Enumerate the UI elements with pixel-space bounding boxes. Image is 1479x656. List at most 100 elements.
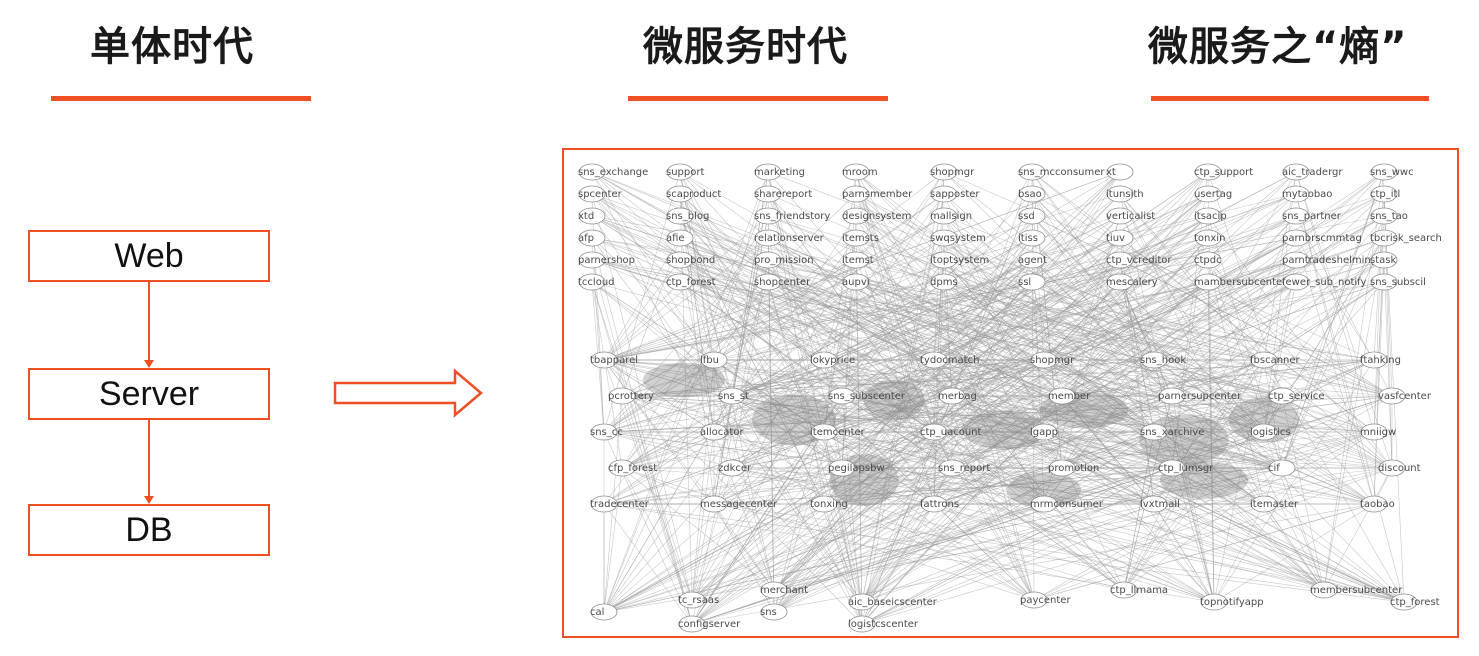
service-node-label: ctp_support (1194, 167, 1253, 178)
service-node: sns_st (718, 387, 749, 405)
service-node: merbag (938, 387, 977, 405)
dependency-edge (1043, 431, 1405, 603)
service-node: itemst (842, 251, 874, 269)
dependency-edge (691, 171, 945, 601)
service-node: parntradeshelming (1282, 251, 1377, 269)
dependency-edge (731, 281, 857, 397)
dependency-edge (1061, 467, 1375, 505)
dependency-edge (603, 281, 1209, 433)
dependency-edge (861, 281, 1033, 603)
service-node: vasfcenter (1378, 387, 1432, 405)
service-node: mescalery (1106, 273, 1158, 291)
dependency-edge (943, 281, 1405, 603)
service-node-shape (760, 581, 788, 599)
dependency-edge (603, 259, 769, 613)
service-node-shape (1378, 387, 1406, 405)
service-node: bsao (1018, 185, 1046, 203)
dependency-edge (621, 359, 1155, 397)
dependency-edge (861, 193, 945, 603)
service-node-label: ctp_lumsgr (1158, 463, 1214, 474)
service-node: ctp_uacount (920, 423, 982, 441)
web-box: Web (28, 230, 270, 282)
service-node-shape (1282, 251, 1310, 269)
service-node-shape (1250, 495, 1278, 513)
service-node: agent (1018, 251, 1047, 269)
service-node-shape (842, 163, 870, 181)
dependency-edge (1043, 431, 1283, 469)
service-node: relationserver (754, 229, 825, 247)
service-node-label: topnotifyapp (1200, 597, 1264, 608)
service-node-label: ctp_itl (1370, 189, 1400, 200)
dependency-edge (691, 503, 825, 601)
title-microservices: 微服务时代 (643, 24, 848, 70)
service-node-shape (1194, 251, 1222, 269)
service-node-label: tradecenter (590, 499, 650, 510)
service-node-shape (578, 207, 606, 225)
service-node-shape (1360, 423, 1388, 441)
dependency-edge (1043, 431, 1375, 505)
service-node: tonxing (810, 495, 848, 513)
dependency-edge (713, 431, 1215, 603)
service-node-shape (842, 273, 870, 291)
service-node: fattrons (920, 495, 959, 513)
title-monolith: 单体时代 (90, 24, 254, 70)
service-node: aic_baseicscenter (848, 593, 938, 611)
service-node-shape (1018, 251, 1046, 269)
service-node: ctp_forest (666, 273, 716, 291)
dependency-edge (855, 171, 1045, 505)
service-node-shape (1268, 387, 1296, 405)
service-node: dpms (930, 273, 958, 291)
service-node: itiss (1018, 229, 1046, 247)
dependency-edge (1031, 193, 1393, 397)
service-node-label: sns_exchange (578, 167, 648, 178)
dependency-edge (603, 281, 681, 361)
dependency-edge (1043, 395, 1283, 433)
dependency-edge (603, 171, 945, 433)
dependency-edge (621, 467, 775, 591)
dependency-edge (951, 467, 1155, 505)
dependency-edge (1153, 359, 1375, 433)
service-node-label: sns (760, 607, 777, 618)
service-node-shape (666, 207, 694, 225)
service-node-shape (1106, 163, 1134, 181)
dependency-edge (691, 503, 1045, 601)
dependency-edge (855, 193, 1155, 433)
service-node: tonxin (1194, 229, 1225, 247)
service-node-shape (590, 603, 618, 621)
dependency-edge (1033, 395, 1393, 601)
dependency-edge (773, 281, 1385, 591)
service-node-shape (608, 387, 636, 405)
dependency-edge (1281, 359, 1375, 397)
dependency-edge (621, 467, 1035, 601)
dependency-edge (603, 395, 953, 505)
dependency-edge (951, 237, 1385, 397)
service-node-shape (1030, 351, 1058, 369)
service-node-label: sns_wwc (1370, 167, 1414, 178)
service-node-shape (666, 273, 694, 291)
dependency-edge (823, 359, 1173, 469)
service-node-label: spcenter (578, 189, 623, 200)
service-node-shape (1018, 207, 1046, 225)
service-node-label: ssd (1018, 211, 1035, 222)
service-node: ctp_forest (1390, 593, 1440, 611)
dependency-edge (591, 281, 623, 469)
dependency-edge (713, 503, 775, 591)
service-node-label: shopcenter (754, 277, 811, 288)
service-node-shape (718, 459, 746, 477)
dependency-edge (603, 359, 1173, 469)
dependency-edge (1281, 237, 1385, 469)
service-node: sns_xarchive (1140, 423, 1204, 441)
service-node-label: parnsmember (842, 189, 913, 200)
service-node: itemsts (842, 229, 879, 247)
dependency-edge (1153, 281, 1385, 361)
service-node: afp (578, 229, 606, 247)
service-node-shape (754, 273, 782, 291)
dependency-edge (1061, 215, 1385, 397)
dependency-edge (1043, 259, 1297, 361)
service-node-shape (930, 185, 958, 203)
dependency-edge (773, 431, 1045, 591)
dependency-edge (621, 215, 769, 469)
dependency-edge (1033, 431, 1375, 601)
service-node-shape (1360, 351, 1388, 369)
service-node-label: swqsystem (930, 233, 986, 244)
